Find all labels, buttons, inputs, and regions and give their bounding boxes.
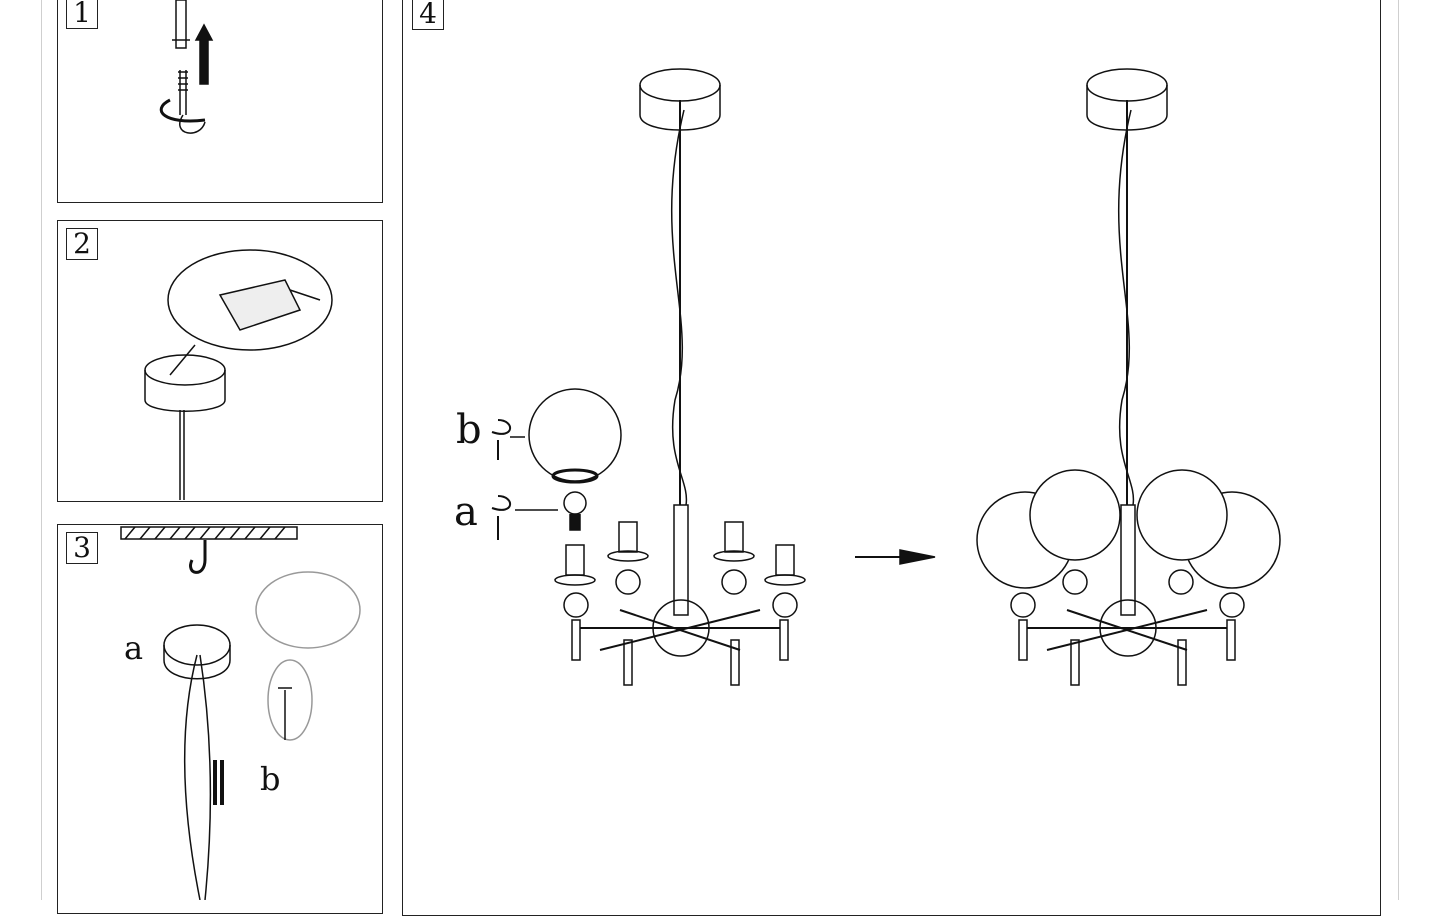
screw-hook-icon — [159, 70, 206, 134]
step-1-panel — [57, 0, 383, 203]
step-4-label-a: a — [454, 489, 478, 535]
step-2-number: 2 — [66, 228, 98, 260]
rotate-arrow-icon-b — [491, 419, 511, 460]
canopy-wiring-detail — [144, 249, 333, 500]
rotate-arrow-icon-a — [491, 495, 511, 540]
step-2-panel — [57, 220, 383, 502]
ceiling-hook-icon — [189, 540, 207, 574]
light-bulb-icon — [563, 491, 587, 531]
step-3-number: 3 — [66, 532, 98, 564]
step-3-label-b: b — [260, 760, 281, 798]
up-arrow-icon — [194, 23, 214, 85]
page-edge-left — [41, 0, 42, 900]
step-3-label-a: a — [124, 629, 144, 667]
assembled-globes — [976, 469, 1281, 589]
wall-plug-icon — [172, 0, 190, 49]
step-4-label-b: b — [456, 407, 482, 453]
globe-shade-icon — [528, 388, 622, 484]
step-4-number: 4 — [412, 0, 444, 30]
page-edge-right — [1398, 0, 1399, 900]
candle-cups — [554, 521, 806, 586]
canopy-mount-detail — [163, 571, 361, 900]
step-1-number: 1 — [66, 0, 98, 29]
chandelier-drawing — [563, 68, 798, 686]
